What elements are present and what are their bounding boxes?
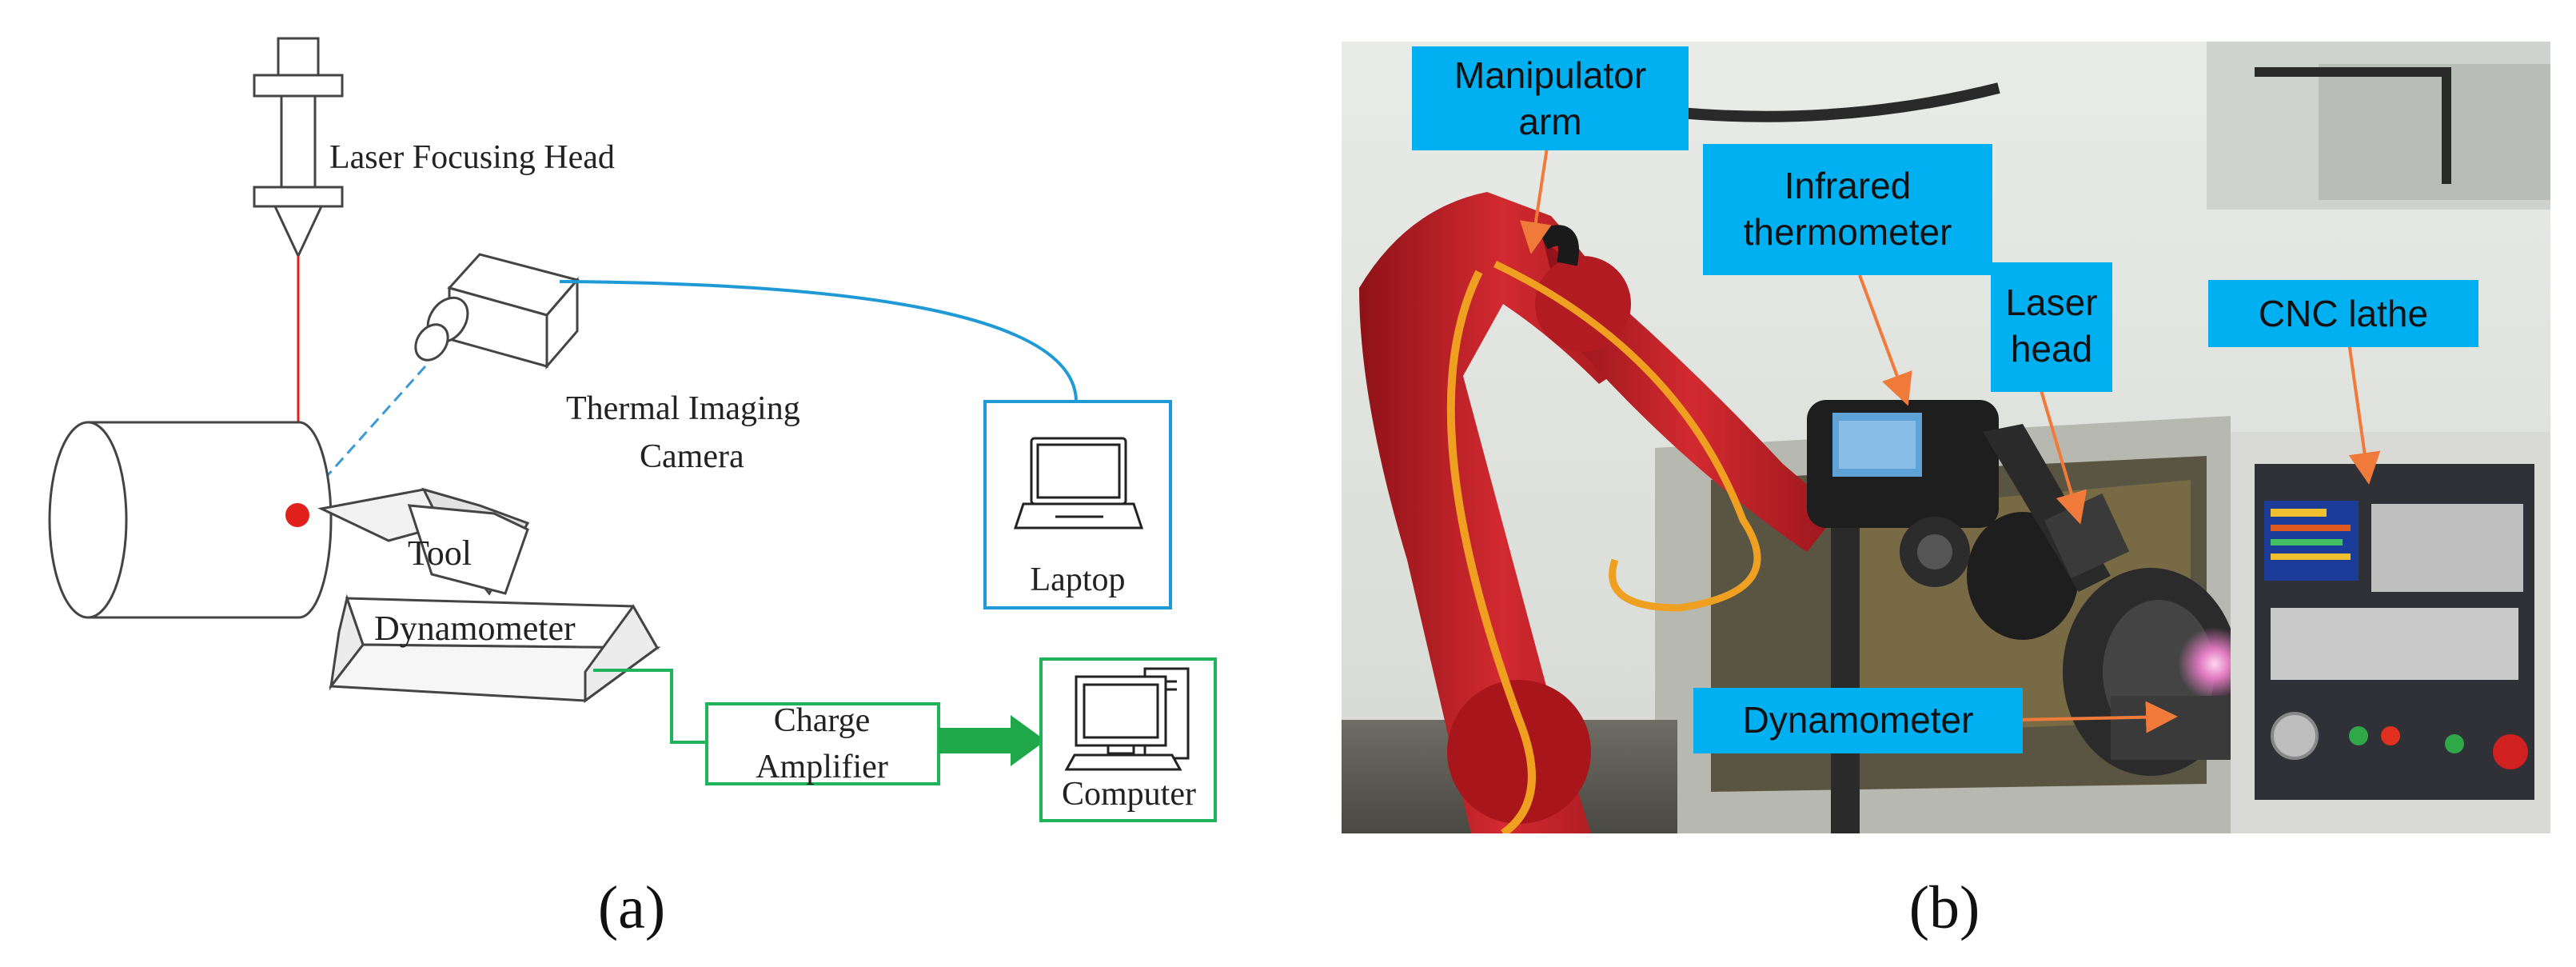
label-cnc-lathe: CNC lathe — [2208, 280, 2478, 347]
caption-b: (b) — [1909, 874, 1980, 941]
charge-amplifier-line1: Charge — [774, 702, 871, 739]
label-laser-head: Laser head — [1991, 262, 2112, 392]
laptop-label: Laptop — [1031, 561, 1126, 598]
camera-laptop-cable — [559, 280, 1078, 401]
laser-focusing-head-label: Laser Focusing Head — [329, 139, 615, 176]
thermometer-label-line2: thermometer — [1744, 211, 1952, 253]
manipulator-label-line1: Manipulator — [1454, 54, 1646, 96]
charge-amplifier-box — [705, 702, 940, 785]
label-manipulator-arm: Manipulator arm — [1412, 46, 1689, 150]
laser-head-label-line1: Laser — [2005, 282, 2097, 323]
manipulator-arm — [1359, 192, 1839, 833]
laser-head-label-line2: head — [2011, 328, 2092, 370]
workpiece-cylinder — [48, 421, 333, 619]
dynamometer-signal-line — [593, 669, 707, 744]
infrared-thermometer-device — [1807, 400, 2079, 640]
cnc-lathe-label: CNC lathe — [2259, 293, 2428, 334]
thermometer-label-line1: Infrared — [1784, 165, 1912, 206]
manipulator-label-line2: arm — [1518, 101, 1581, 142]
camera-label-line2: Camera — [640, 438, 744, 475]
computer-label: Computer — [1062, 776, 1196, 813]
computer-icon — [1064, 667, 1190, 771]
dynamometer-photo-label: Dynamometer — [1743, 699, 1974, 741]
charge-amplifier-line2: Amplifier — [756, 749, 888, 785]
laptop-icon — [1013, 437, 1144, 529]
panel-b-photo: Manipulator arm Infrared thermometer Las… — [1342, 42, 2550, 941]
laser-spot — [285, 503, 309, 527]
tool-icon — [317, 487, 530, 596]
camera-label-line1: Thermal Imaging — [566, 390, 800, 427]
laser-focusing-head-icon — [253, 37, 344, 259]
pointer-lines — [1520, 142, 2381, 733]
caption-a: (a) — [598, 874, 665, 941]
label-dynamometer: Dynamometer — [1693, 688, 2023, 753]
tool-label: Tool — [408, 533, 472, 573]
label-infrared-thermometer: Infrared thermometer — [1703, 144, 1992, 275]
thermal-camera-icon — [414, 253, 580, 370]
panel-a-schematic: Laser Focusing Head Thermal Imaging Came… — [48, 37, 1217, 941]
signal-arrow — [939, 715, 1046, 766]
cnc-keypad — [2271, 504, 2523, 680]
dynamometer-label: Dynamometer — [374, 609, 576, 648]
dynamometer-icon — [329, 593, 661, 703]
